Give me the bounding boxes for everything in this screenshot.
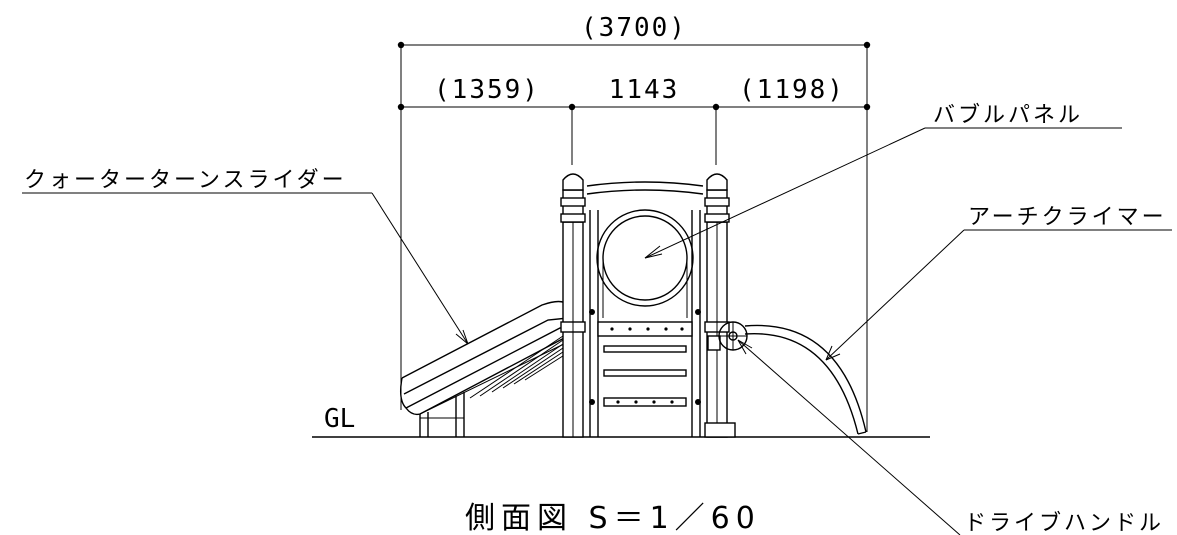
handle-base (704, 422, 736, 438)
step (603, 345, 687, 353)
left-post-clamp (560, 213, 586, 223)
dim-dot (712, 103, 720, 111)
dim-dot (863, 103, 871, 111)
dimension-lines (397, 41, 871, 432)
ground-label: GL (324, 404, 355, 434)
dim-dot (397, 103, 405, 111)
dim-dot (568, 103, 576, 111)
post-bolt (695, 399, 701, 405)
right-post-clamp (704, 197, 730, 207)
drive-handle-label: ドライブハンドル (964, 511, 1164, 535)
deck-panel (597, 321, 693, 337)
slide-leg (455, 392, 465, 437)
post-bolt (589, 309, 595, 315)
handle-mount (707, 335, 721, 351)
steering-spokes (719, 322, 747, 350)
left-post-cap (562, 173, 584, 191)
slide-curve-hatch (469, 333, 567, 399)
bubble-panel-outer (596, 209, 694, 307)
step (603, 369, 687, 377)
slide-leg (419, 412, 429, 437)
leader-lines (22, 127, 1172, 535)
bubble-leader (644, 127, 926, 259)
slide-underside (419, 341, 569, 415)
slider-label: クォーターターンスライダー (24, 168, 347, 193)
drive-leader (737, 339, 961, 535)
arch-inner (744, 333, 859, 435)
dim-dot (397, 41, 405, 49)
middle-dimension: 1143 (609, 75, 680, 105)
slide-bottom-curve (399, 335, 569, 416)
arch-climber-label: アーチクライマー (968, 205, 1167, 230)
post-bolt (695, 309, 701, 315)
arch-outer (744, 324, 867, 433)
arrow-head (455, 329, 469, 345)
left-dimension: (1359) (434, 75, 540, 105)
quarter-turn-slider (399, 300, 569, 437)
arch-leader (825, 229, 965, 361)
arrow-head (825, 345, 841, 361)
drive-handle (704, 321, 748, 438)
right-dimension: (1198) (739, 75, 845, 105)
arrow-head (737, 339, 753, 355)
step (603, 397, 687, 407)
dim-dot (863, 41, 871, 49)
roof-bottom-curve (586, 189, 704, 195)
arch-climber (744, 324, 867, 435)
bubble-panel-frame (602, 258, 688, 318)
drawing-title: 側面図 S＝1／60 (465, 501, 761, 535)
arrow-head (644, 245, 663, 259)
slide-rail (403, 317, 569, 395)
roof-top-curve (586, 181, 704, 187)
right-post-cap (706, 173, 728, 191)
slider-leader (371, 192, 469, 345)
bubble-panel-label: バブルパネル (933, 103, 1083, 128)
overall-dimension: (3700) (581, 13, 687, 43)
step-bolts (616, 400, 674, 404)
deck-bolts (610, 327, 684, 331)
arch-foot (857, 431, 867, 435)
left-post-clamp (560, 197, 586, 207)
post-bolt (589, 399, 595, 405)
tower-frame (560, 173, 730, 438)
